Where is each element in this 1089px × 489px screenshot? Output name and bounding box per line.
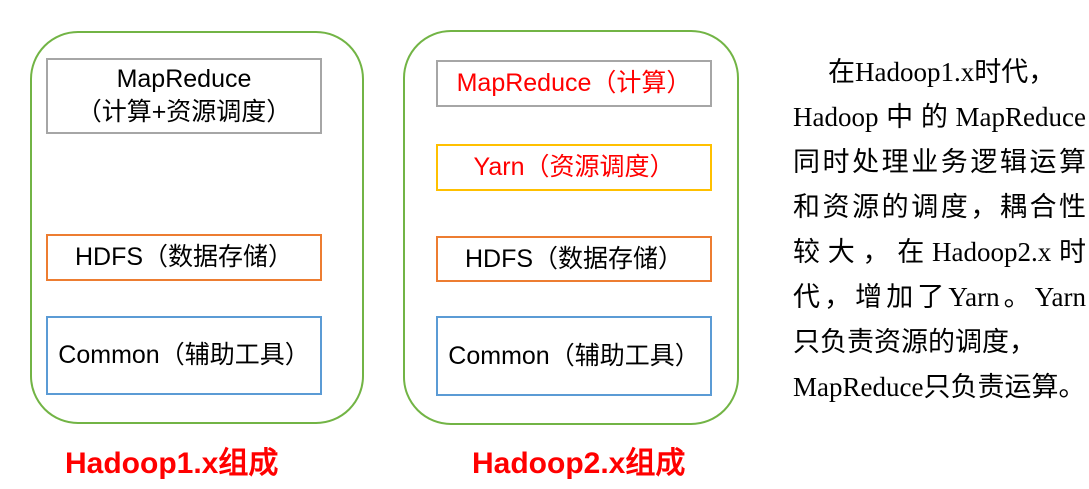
hadoop1-mapreduce-label-line1: MapReduce — [116, 65, 252, 93]
hadoop1-panel: MapReduce （计算+资源调度） HDFS（数据存储） Common（辅助… — [30, 31, 364, 424]
hadoop1-mapreduce-label: MapReduce （计算+资源调度） — [77, 63, 292, 129]
explanation-line: 在Hadoop1.x时代， — [828, 57, 1056, 87]
hadoop1-caption: Hadoop1.x组成 — [65, 447, 279, 480]
explanation-line: 同时处理业务逻辑运算 — [793, 147, 1086, 177]
hadoop2-yarn-box: Yarn（资源调度） — [436, 144, 712, 191]
hadoop2-caption: Hadoop2.x组成 — [472, 447, 686, 480]
explanation-paragraph: 在Hadoop1.x时代， Hadoop中的MapReduce 同时处理业务逻辑… — [793, 50, 1086, 410]
explanation-line: 代，增加了Yarn。Yarn — [793, 282, 1086, 312]
explanation-line: 只负责资源的调度， — [793, 327, 1036, 357]
hadoop2-panel: MapReduce（计算） Yarn（资源调度） HDFS（数据存储） Comm… — [403, 30, 739, 425]
hadoop1-mapreduce-label-line2: （计算+资源调度） — [76, 98, 292, 126]
explanation-line: 较大，在Hadoop2.x时 — [793, 237, 1086, 267]
hadoop1-common-box: Common（辅助工具） — [46, 316, 322, 395]
hadoop2-mapreduce-box: MapReduce（计算） — [436, 60, 712, 107]
explanation-line: Hadoop中的MapReduce — [793, 102, 1086, 132]
explanation-line: 和资源的调度，耦合性 — [793, 192, 1086, 222]
explanation-line: MapReduce只负责运算。 — [793, 372, 1086, 402]
hadoop1-mapreduce-box: MapReduce （计算+资源调度） — [46, 58, 322, 134]
hadoop1-hdfs-box: HDFS（数据存储） — [46, 234, 322, 281]
hadoop2-hdfs-box: HDFS（数据存储） — [436, 236, 712, 282]
hadoop2-common-box: Common（辅助工具） — [436, 316, 712, 396]
